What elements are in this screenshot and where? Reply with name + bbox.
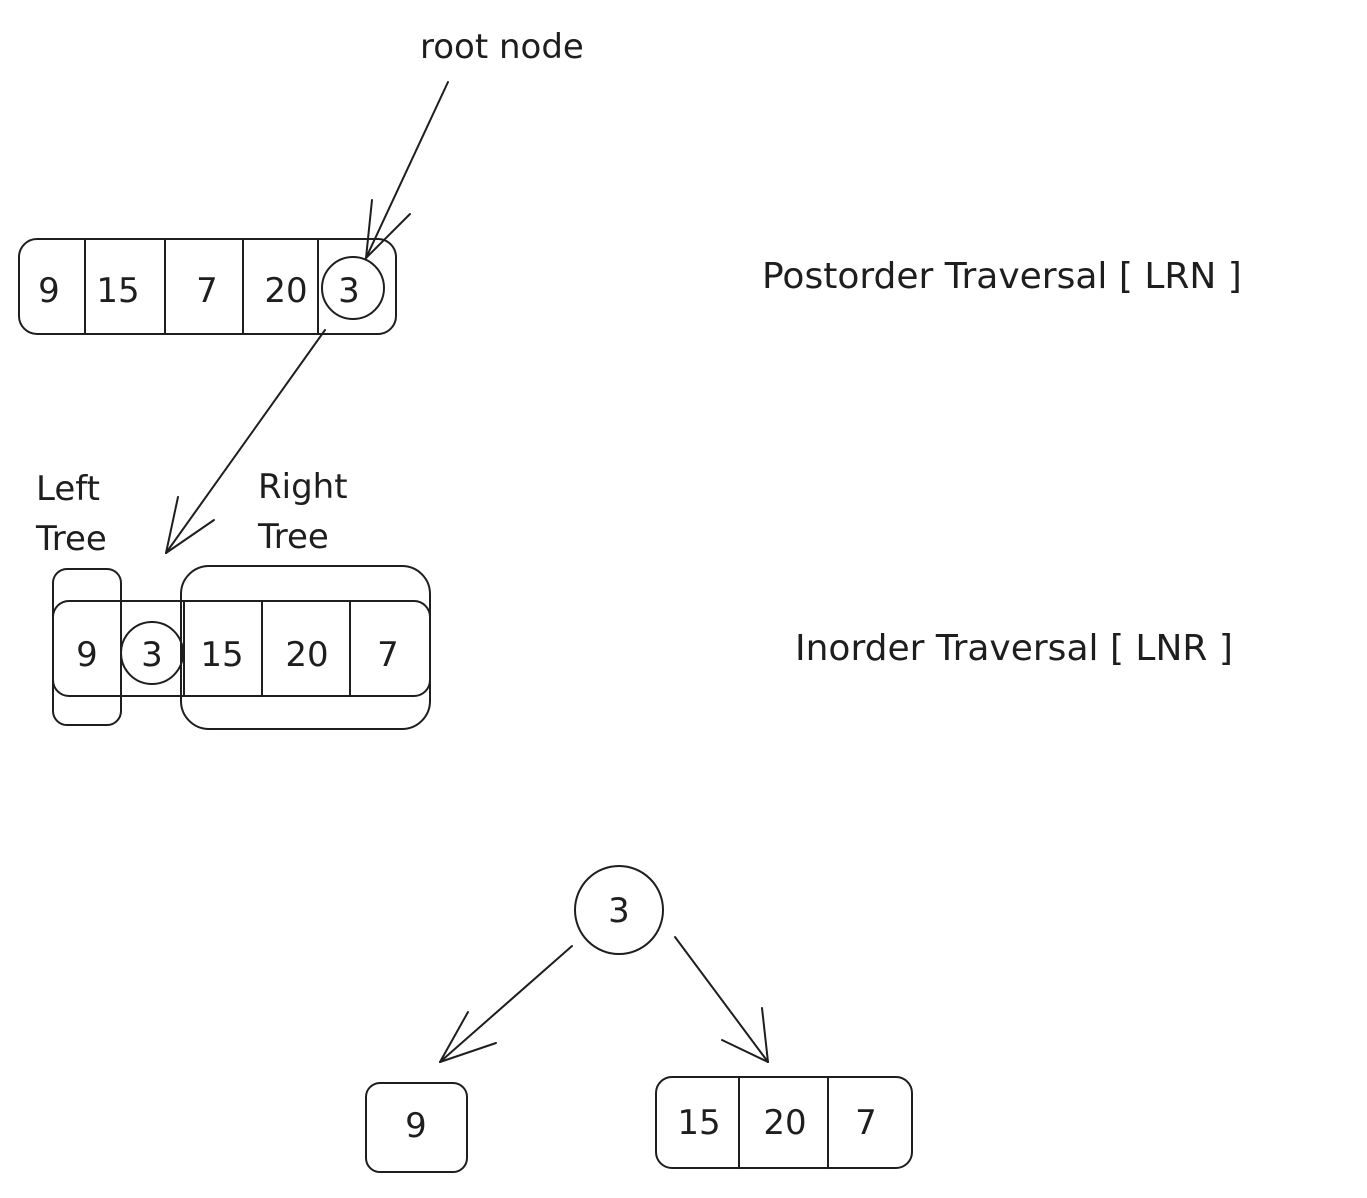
- inorder-cell: 9: [76, 635, 98, 675]
- root-node-arrow: [365, 81, 449, 259]
- postorder-array: 9 15 7 20 3: [18, 238, 397, 335]
- tree-left-child: 9: [365, 1082, 468, 1173]
- postorder-root-highlight: [321, 256, 385, 320]
- left-tree-label-line1: Left: [36, 469, 100, 509]
- inorder-array-frame: [52, 600, 431, 697]
- root-node-label: root node: [420, 27, 584, 67]
- tree-right-child-cell: 15: [677, 1103, 720, 1143]
- right-tree-label-line2: Tree: [257, 517, 329, 557]
- tree-right-child-cell: 7: [855, 1103, 877, 1143]
- tree-root-node: 3: [574, 865, 664, 955]
- postorder-cell: 15: [96, 271, 139, 311]
- tree-left-child-value: 9: [405, 1106, 427, 1146]
- root-mapping-arrow: [165, 329, 326, 554]
- right-tree-label-line1: Right: [258, 467, 348, 507]
- right-edge-arrow: [674, 936, 769, 1063]
- postorder-title: Postorder Traversal [ LRN ]: [762, 256, 1242, 297]
- tree-right-child: 15 20 7: [655, 1076, 913, 1169]
- postorder-array-frame: [18, 238, 397, 335]
- postorder-cell: 9: [38, 271, 60, 311]
- left-tree-label-line2: Tree: [35, 519, 107, 559]
- inorder-cell: 15: [200, 635, 243, 675]
- inorder-title: Inorder Traversal [ LNR ]: [795, 628, 1233, 669]
- tree-root-value: 3: [608, 891, 630, 931]
- inorder-root-highlight: [120, 621, 184, 685]
- inorder-array: 9 3 15 20 7: [52, 565, 431, 730]
- postorder-cell: 7: [196, 271, 218, 311]
- tree-right-child-cell: 20: [763, 1103, 806, 1143]
- postorder-cell: 3: [338, 271, 360, 311]
- inorder-cell: 3: [141, 635, 163, 675]
- inorder-cell: 20: [285, 635, 328, 675]
- inorder-cell: 7: [377, 635, 399, 675]
- postorder-cell: 20: [264, 271, 307, 311]
- left-edge-arrow: [439, 945, 573, 1063]
